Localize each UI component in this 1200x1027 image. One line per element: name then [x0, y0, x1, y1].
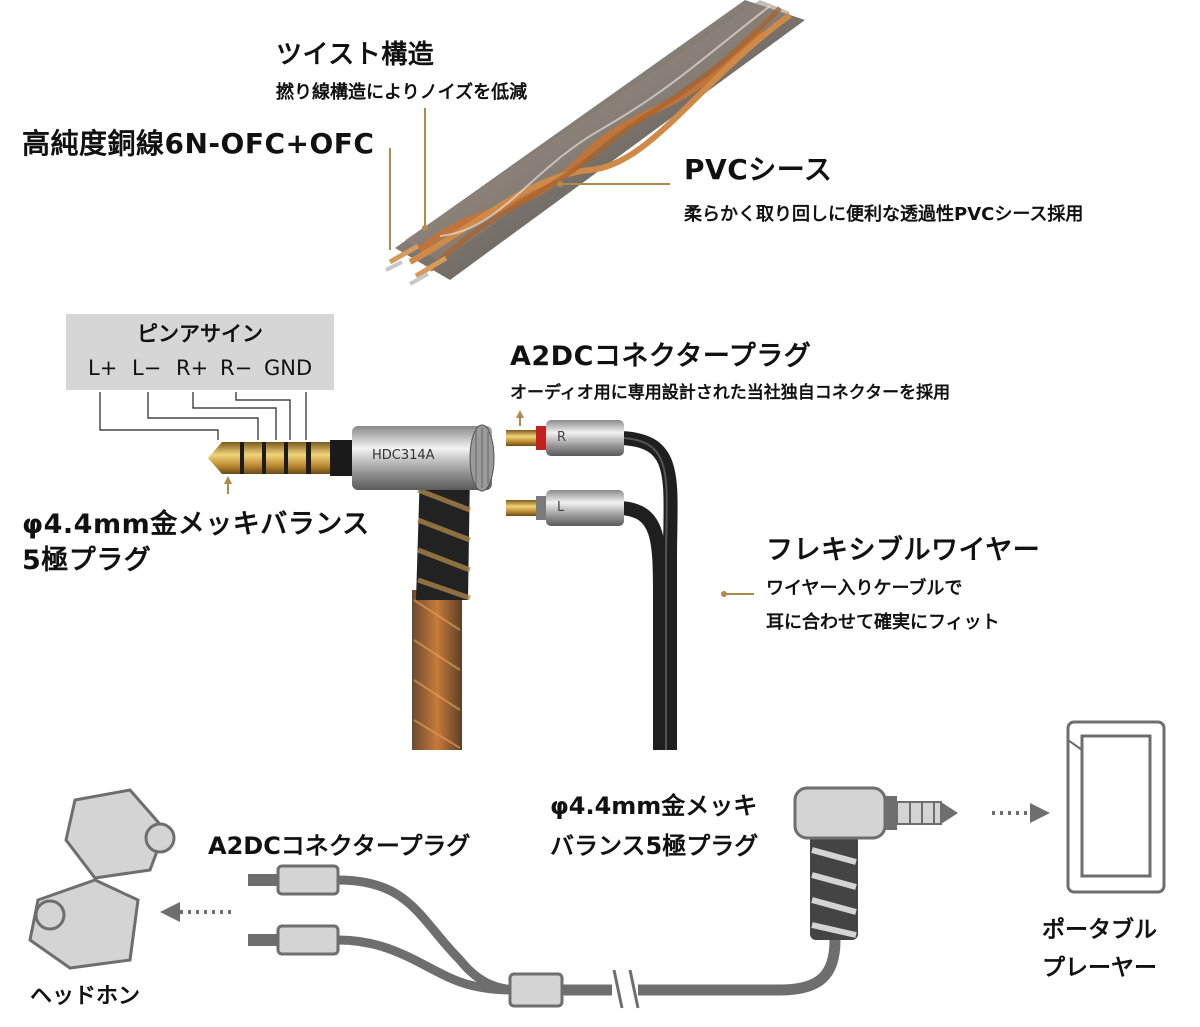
pin-r-plus: R+	[176, 356, 209, 380]
headphone-label: ヘッドホン	[30, 984, 141, 1009]
pin-r-minus: R−	[220, 356, 253, 380]
twist-title: ツイスト構造	[276, 40, 435, 70]
pin-assignment-title: ピンアサイン	[137, 322, 263, 346]
pin-assignment-lines	[99, 392, 307, 440]
connector-r-label: R	[557, 430, 567, 445]
wire-desc-line1: ワイヤー入りケーブルで	[766, 578, 963, 599]
sheath-desc: 柔らかく取り回しに便利な透過性PVCシース採用	[684, 204, 1084, 225]
connector-desc: オーディオ用に専用設計された当社独自コネクターを採用	[510, 383, 951, 403]
pin-l-plus: L+	[88, 356, 118, 380]
usage-connector-label: A2DCコネクタープラグ	[208, 832, 471, 860]
connector-title: A2DCコネクタープラグ	[510, 341, 812, 372]
player-label-line2: プレーヤー	[1042, 955, 1157, 981]
a2dc-connector-illustration	[506, 410, 754, 750]
wire-title: フレキシブルワイヤー	[766, 535, 1041, 566]
twist-desc: 撚り線構造によりノイズを低減	[276, 82, 528, 103]
balanced-plug-illustration	[208, 424, 495, 750]
pin-assignment-box: ピンアサイン L+ L− R+ R− GND	[66, 314, 334, 390]
usage-plug-label-line1: φ4.4mm金メッキ	[550, 792, 758, 820]
plug-title-line2: 5極プラグ	[22, 545, 152, 576]
conductor-title: 高純度銅線6N-OFC+OFC	[22, 127, 375, 160]
headphone-icon	[28, 788, 176, 970]
sheath-title: PVCシース	[684, 153, 833, 186]
player-label-line1: ポータブル	[1042, 917, 1157, 943]
pin-gnd: GND	[264, 356, 313, 380]
twisted-cable-illustration	[385, 0, 805, 286]
usage-plug-label-line2: バランス5極プラグ	[550, 832, 759, 860]
plug-title-line1: φ4.4mm金メッキバランス	[22, 509, 370, 540]
portable-player-icon	[1066, 720, 1166, 894]
plug-model-label: HDC314A	[372, 448, 435, 463]
pin-l-minus: L−	[132, 356, 162, 380]
usage-diagram	[28, 720, 1166, 1009]
connector-l-label: L	[557, 500, 565, 515]
wire-desc-line2: 耳に合わせて確実にフィット	[766, 612, 1000, 633]
